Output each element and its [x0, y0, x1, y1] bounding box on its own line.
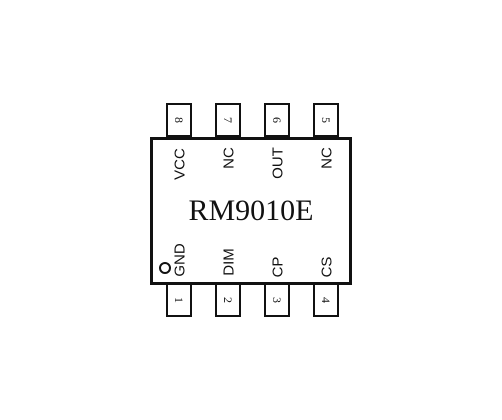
pin-label-cs: CS — [318, 256, 336, 278]
pin-number: 6 — [270, 117, 284, 123]
pin-label-gnd: GND — [171, 243, 189, 277]
pin-number: 4 — [319, 297, 333, 303]
pin-number: 5 — [319, 117, 333, 123]
pin-label-cp: CP — [269, 256, 287, 278]
chip-body: VCC NC OUT NC RM9010E GND DIM CP CS — [150, 137, 352, 285]
pin-1: 1 — [166, 283, 192, 317]
pin-label-out: OUT — [269, 147, 287, 179]
pin-3: 3 — [264, 283, 290, 317]
pin-number: 2 — [221, 297, 235, 303]
pin-7: 7 — [215, 103, 241, 137]
pin-number: 7 — [221, 117, 235, 123]
pin-label-dim: DIM — [220, 248, 238, 276]
part-number: RM9010E — [188, 194, 314, 227]
pin-5: 5 — [313, 103, 339, 137]
pin1-indicator-icon — [159, 262, 171, 274]
pin-number: 8 — [172, 117, 186, 123]
pin-8: 8 — [166, 103, 192, 137]
pin-6: 6 — [264, 103, 290, 137]
pin-number: 1 — [172, 297, 186, 303]
pin-label-nc-7: NC — [220, 147, 238, 169]
pin-label-vcc: VCC — [171, 148, 189, 180]
pin-4: 4 — [313, 283, 339, 317]
pin-number: 3 — [270, 297, 284, 303]
pin-2: 2 — [215, 283, 241, 317]
pin-label-nc-5: NC — [318, 147, 336, 169]
